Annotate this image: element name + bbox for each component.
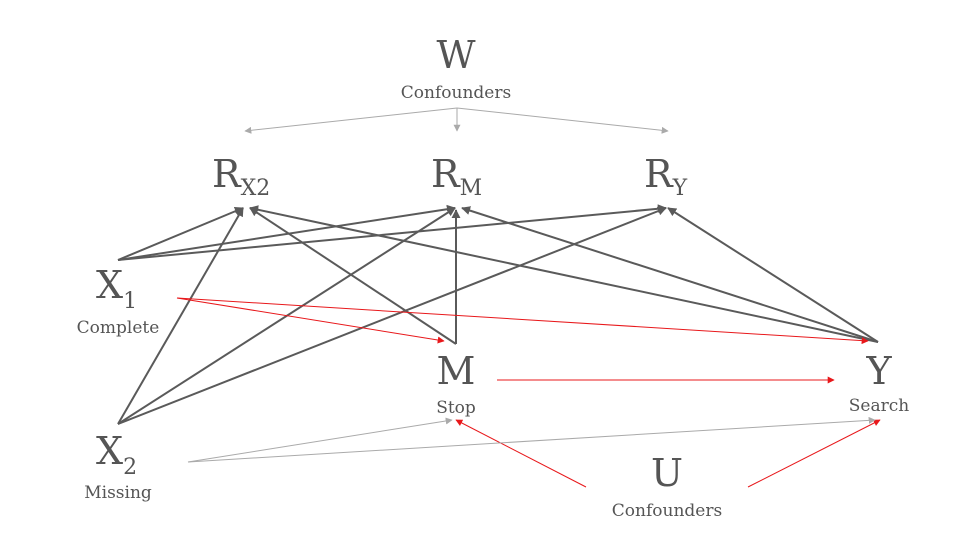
node-rm: RM: [431, 152, 482, 201]
node-w-label: W: [436, 33, 475, 77]
x2-light-edges: [187, 416, 876, 463]
node-x2-caption: Missing: [84, 483, 152, 503]
edge-y-ry: [667, 207, 879, 343]
node-ry-label: RY: [644, 152, 688, 201]
node-ry-sub: Y: [672, 176, 688, 201]
node-x1-sub: 1: [123, 289, 137, 314]
edge-u-m: [455, 419, 587, 488]
edge-x1-y: [176, 297, 869, 345]
edge-x2-m: [187, 417, 453, 463]
node-m-caption: Stop: [436, 398, 476, 418]
node-m: M Stop: [436, 349, 476, 418]
node-w-caption: Confounders: [401, 83, 511, 103]
node-x1: X1 Complete: [77, 263, 160, 338]
node-rm-sub: M: [460, 176, 483, 201]
edge-m-rx2: [249, 207, 457, 345]
node-x1-label: X1: [96, 263, 137, 314]
node-y: Y Search: [849, 349, 909, 416]
node-u: U Confounders: [612, 451, 722, 521]
node-x1-caption: Complete: [77, 318, 160, 338]
edge-x1-rx2: [117, 206, 244, 261]
node-u-label: U: [651, 451, 683, 495]
node-u-caption: Confounders: [612, 501, 722, 521]
response-edges: [117, 204, 879, 425]
node-x2: X2 Missing: [84, 429, 152, 503]
node-rx2-sub: X2: [241, 176, 271, 201]
edge-u-y: [747, 419, 881, 488]
node-x2-sub: 2: [123, 455, 137, 480]
edge-w-rx2: [244, 107, 458, 134]
edge-x2-rx2: [117, 207, 244, 425]
node-ry: RY: [644, 152, 688, 201]
edge-y-rm: [461, 206, 879, 343]
causal-edges: [176, 297, 881, 488]
w-edges: [244, 107, 669, 134]
node-y-label: Y: [865, 349, 892, 393]
edge-x2-ry: [117, 206, 667, 425]
node-rx2: RX2: [212, 152, 270, 201]
edge-w-ry: [456, 107, 669, 134]
edge-x1-rm: [117, 204, 456, 261]
edge-x1-ry: [117, 204, 667, 261]
node-m-label: M: [437, 349, 476, 393]
node-rm-label: RM: [431, 152, 482, 201]
node-w: W Confounders: [401, 33, 511, 103]
edge-x2-y: [187, 416, 876, 463]
edge-y-rx2: [249, 205, 879, 343]
edge-x1-m: [176, 297, 445, 344]
node-x2-label: X2: [96, 429, 137, 480]
node-y-caption: Search: [849, 396, 909, 416]
node-rx2-label: RX2: [212, 152, 270, 201]
